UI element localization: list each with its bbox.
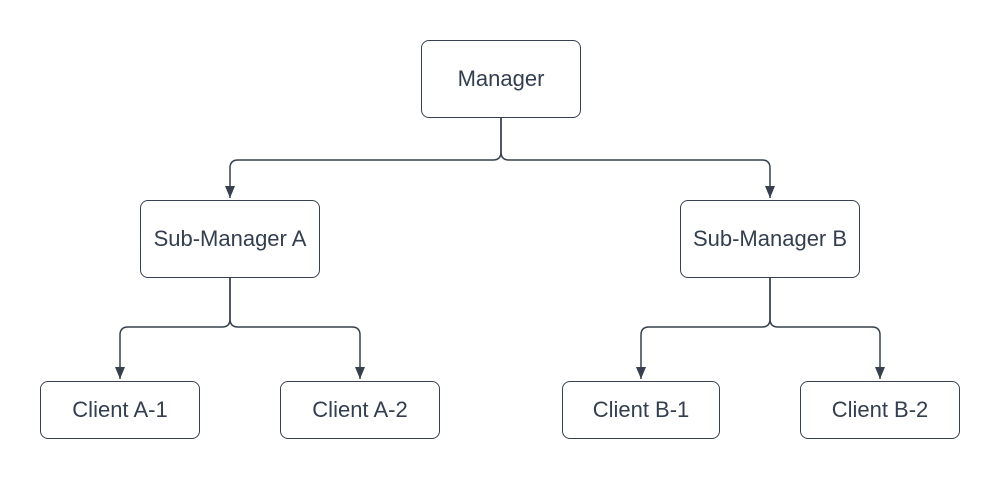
node-sub-manager-b-label: Sub-Manager B (692, 225, 848, 251)
node-client-b1[interactable]: Client B-1 (562, 381, 720, 439)
node-client-a1-label: Client A-1 (72, 396, 168, 422)
node-sub-manager-b[interactable]: Sub-Manager B (680, 200, 860, 278)
edge-sub-manager-a-to-client-a1[interactable] (115, 278, 231, 379)
node-client-a1[interactable]: Client A-1 (40, 381, 200, 439)
node-sub-manager-a[interactable]: Sub-Manager A (140, 200, 320, 278)
node-client-b1-label: Client B-1 (592, 396, 690, 422)
edge-sub-manager-a-to-client-a2[interactable] (229, 278, 365, 379)
node-manager-label: Manager (457, 65, 545, 91)
node-client-b2-label: Client B-2 (831, 396, 929, 422)
node-client-a2[interactable]: Client A-2 (280, 381, 440, 439)
node-client-a2-label: Client A-2 (312, 396, 408, 422)
edge-manager-to-sub-manager-b[interactable] (500, 118, 775, 198)
node-manager[interactable]: Manager (421, 40, 581, 118)
node-client-b2[interactable]: Client B-2 (800, 381, 960, 439)
edge-sub-manager-b-to-client-b2[interactable] (769, 278, 885, 379)
edge-manager-to-sub-manager-a[interactable] (225, 118, 502, 198)
node-sub-manager-a-label: Sub-Manager A (153, 225, 307, 251)
edge-sub-manager-b-to-client-b1[interactable] (636, 278, 771, 379)
